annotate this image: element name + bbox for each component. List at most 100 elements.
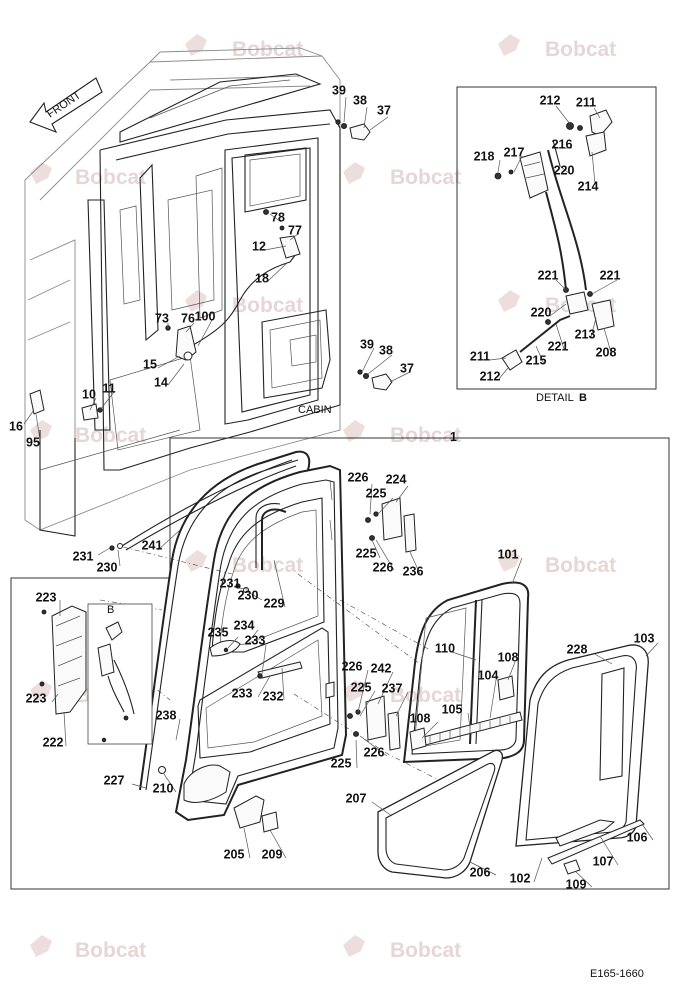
watermark-text: Bobcat (75, 166, 146, 189)
callout-106: 106 (627, 830, 648, 844)
watermark-text: Bobcat (232, 294, 303, 317)
callout-211: 211 (470, 349, 490, 363)
callout-225: 225 (356, 546, 377, 560)
bobcat-logo-icon (30, 162, 52, 184)
callout-107: 107 (593, 854, 614, 868)
callout-228: 228 (567, 642, 588, 656)
callout-12: 12 (252, 239, 266, 253)
callout-230: 230 (97, 560, 118, 574)
callout-235: 235 (208, 625, 229, 639)
callout-38: 38 (353, 93, 367, 107)
callout-104: 104 (478, 668, 499, 682)
callout-77: 77 (288, 223, 302, 237)
callout-73: 73 (155, 311, 169, 325)
callout-224: 224 (386, 472, 407, 486)
watermark-7: Bobcat (30, 420, 146, 447)
door-assembly-label: 1 (450, 430, 457, 444)
callout-217: 217 (504, 145, 525, 159)
watermark-text: Bobcat (545, 38, 616, 61)
callout-233: 233 (232, 686, 253, 700)
watermark-4: Bobcat (343, 162, 461, 189)
callout-109: 109 (566, 877, 587, 891)
callout-226: 226 (348, 470, 369, 484)
callout-18: 18 (255, 271, 269, 285)
callout-212: 212 (480, 369, 501, 383)
detail-caption: DETAIL (536, 392, 574, 404)
bobcat-logo-icon (343, 935, 365, 957)
callout-221: 221 (538, 268, 559, 282)
callout-101: 101 (498, 547, 519, 561)
bobcat-logo-icon (185, 290, 207, 312)
callout-213: 213 (575, 327, 596, 341)
cabin-frame: CABIN (23, 47, 411, 537)
watermark-1: Bobcat (185, 34, 303, 61)
callout-238: 238 (156, 708, 177, 722)
callout-237: 237 (382, 681, 403, 695)
callout-226: 226 (364, 745, 385, 759)
watermark-5: Bobcat (185, 290, 303, 317)
callout-37: 37 (377, 103, 391, 117)
watermark-text: Bobcat (390, 166, 461, 189)
callout-14: 14 (154, 375, 168, 389)
callout-205: 205 (224, 847, 245, 861)
callout-220: 220 (531, 305, 552, 319)
callout-231: 231 (220, 576, 241, 590)
watermark-group: Bobcat Bobcat Bobcat Bobcat Bobcat Bobca… (30, 34, 616, 962)
watermark-text: Bobcat (390, 684, 461, 707)
callout-209: 209 (262, 847, 283, 861)
callout-212: 212 (540, 93, 561, 107)
watermark-12: Bobcat (343, 680, 461, 707)
callout-223: 223 (26, 691, 47, 705)
front-arrow: FRONT (29, 77, 103, 134)
callout-208: 208 (596, 345, 617, 359)
callout-225: 225 (351, 680, 372, 694)
watermark-9: Bobcat (185, 550, 303, 577)
callout-39: 39 (360, 337, 374, 351)
watermark-3: Bobcat (30, 162, 146, 189)
callout-242: 242 (371, 661, 392, 675)
callout-225: 225 (331, 756, 352, 770)
callout-16: 16 (9, 419, 23, 433)
bobcat-logo-icon (343, 680, 365, 702)
callout-207: 207 (346, 791, 367, 805)
callout-222: 222 (43, 735, 64, 749)
watermark-text: Bobcat (390, 424, 461, 447)
callout-241: 241 (142, 538, 163, 552)
callout-232: 232 (263, 689, 284, 703)
bobcat-logo-icon (343, 420, 365, 442)
callout-220: 220 (554, 163, 575, 177)
cabin-caption: CABIN (298, 404, 332, 416)
callout-206: 206 (470, 865, 491, 879)
watermark-10: Bobcat (498, 550, 616, 577)
callout-230: 230 (238, 588, 259, 602)
callout-226: 226 (342, 659, 363, 673)
callout-11: 11 (102, 381, 115, 395)
callout-10: 10 (82, 387, 96, 401)
callout-236: 236 (403, 564, 424, 578)
bobcat-logo-icon (498, 34, 520, 56)
callout-15: 15 (143, 357, 157, 371)
bobcat-logo-icon (185, 34, 207, 56)
callout-102: 102 (510, 871, 531, 885)
watermark-text: Bobcat (232, 554, 303, 577)
callout-210: 210 (153, 781, 174, 795)
callout-100: 100 (195, 309, 216, 323)
watermark-text: Bobcat (545, 554, 616, 577)
watermark-13: Bobcat (30, 935, 146, 962)
watermark-8: Bobcat (343, 420, 461, 447)
arrow-left-icon (29, 77, 103, 134)
callout-223: 223 (36, 590, 57, 604)
drawing-number: E165-1660 (590, 968, 644, 980)
callout-233: 233 (245, 633, 266, 647)
callout-216: 216 (552, 137, 573, 151)
callout-214: 214 (578, 179, 599, 193)
bobcat-logo-icon (185, 550, 207, 572)
callout-218: 218 (474, 149, 495, 163)
bobcat-logo-icon (30, 680, 52, 702)
callout-76: 76 (181, 311, 195, 325)
bobcat-logo-icon (498, 550, 520, 572)
watermark-14: Bobcat (343, 935, 461, 962)
callout-37: 37 (400, 361, 414, 375)
callout-78: 78 (271, 210, 285, 224)
